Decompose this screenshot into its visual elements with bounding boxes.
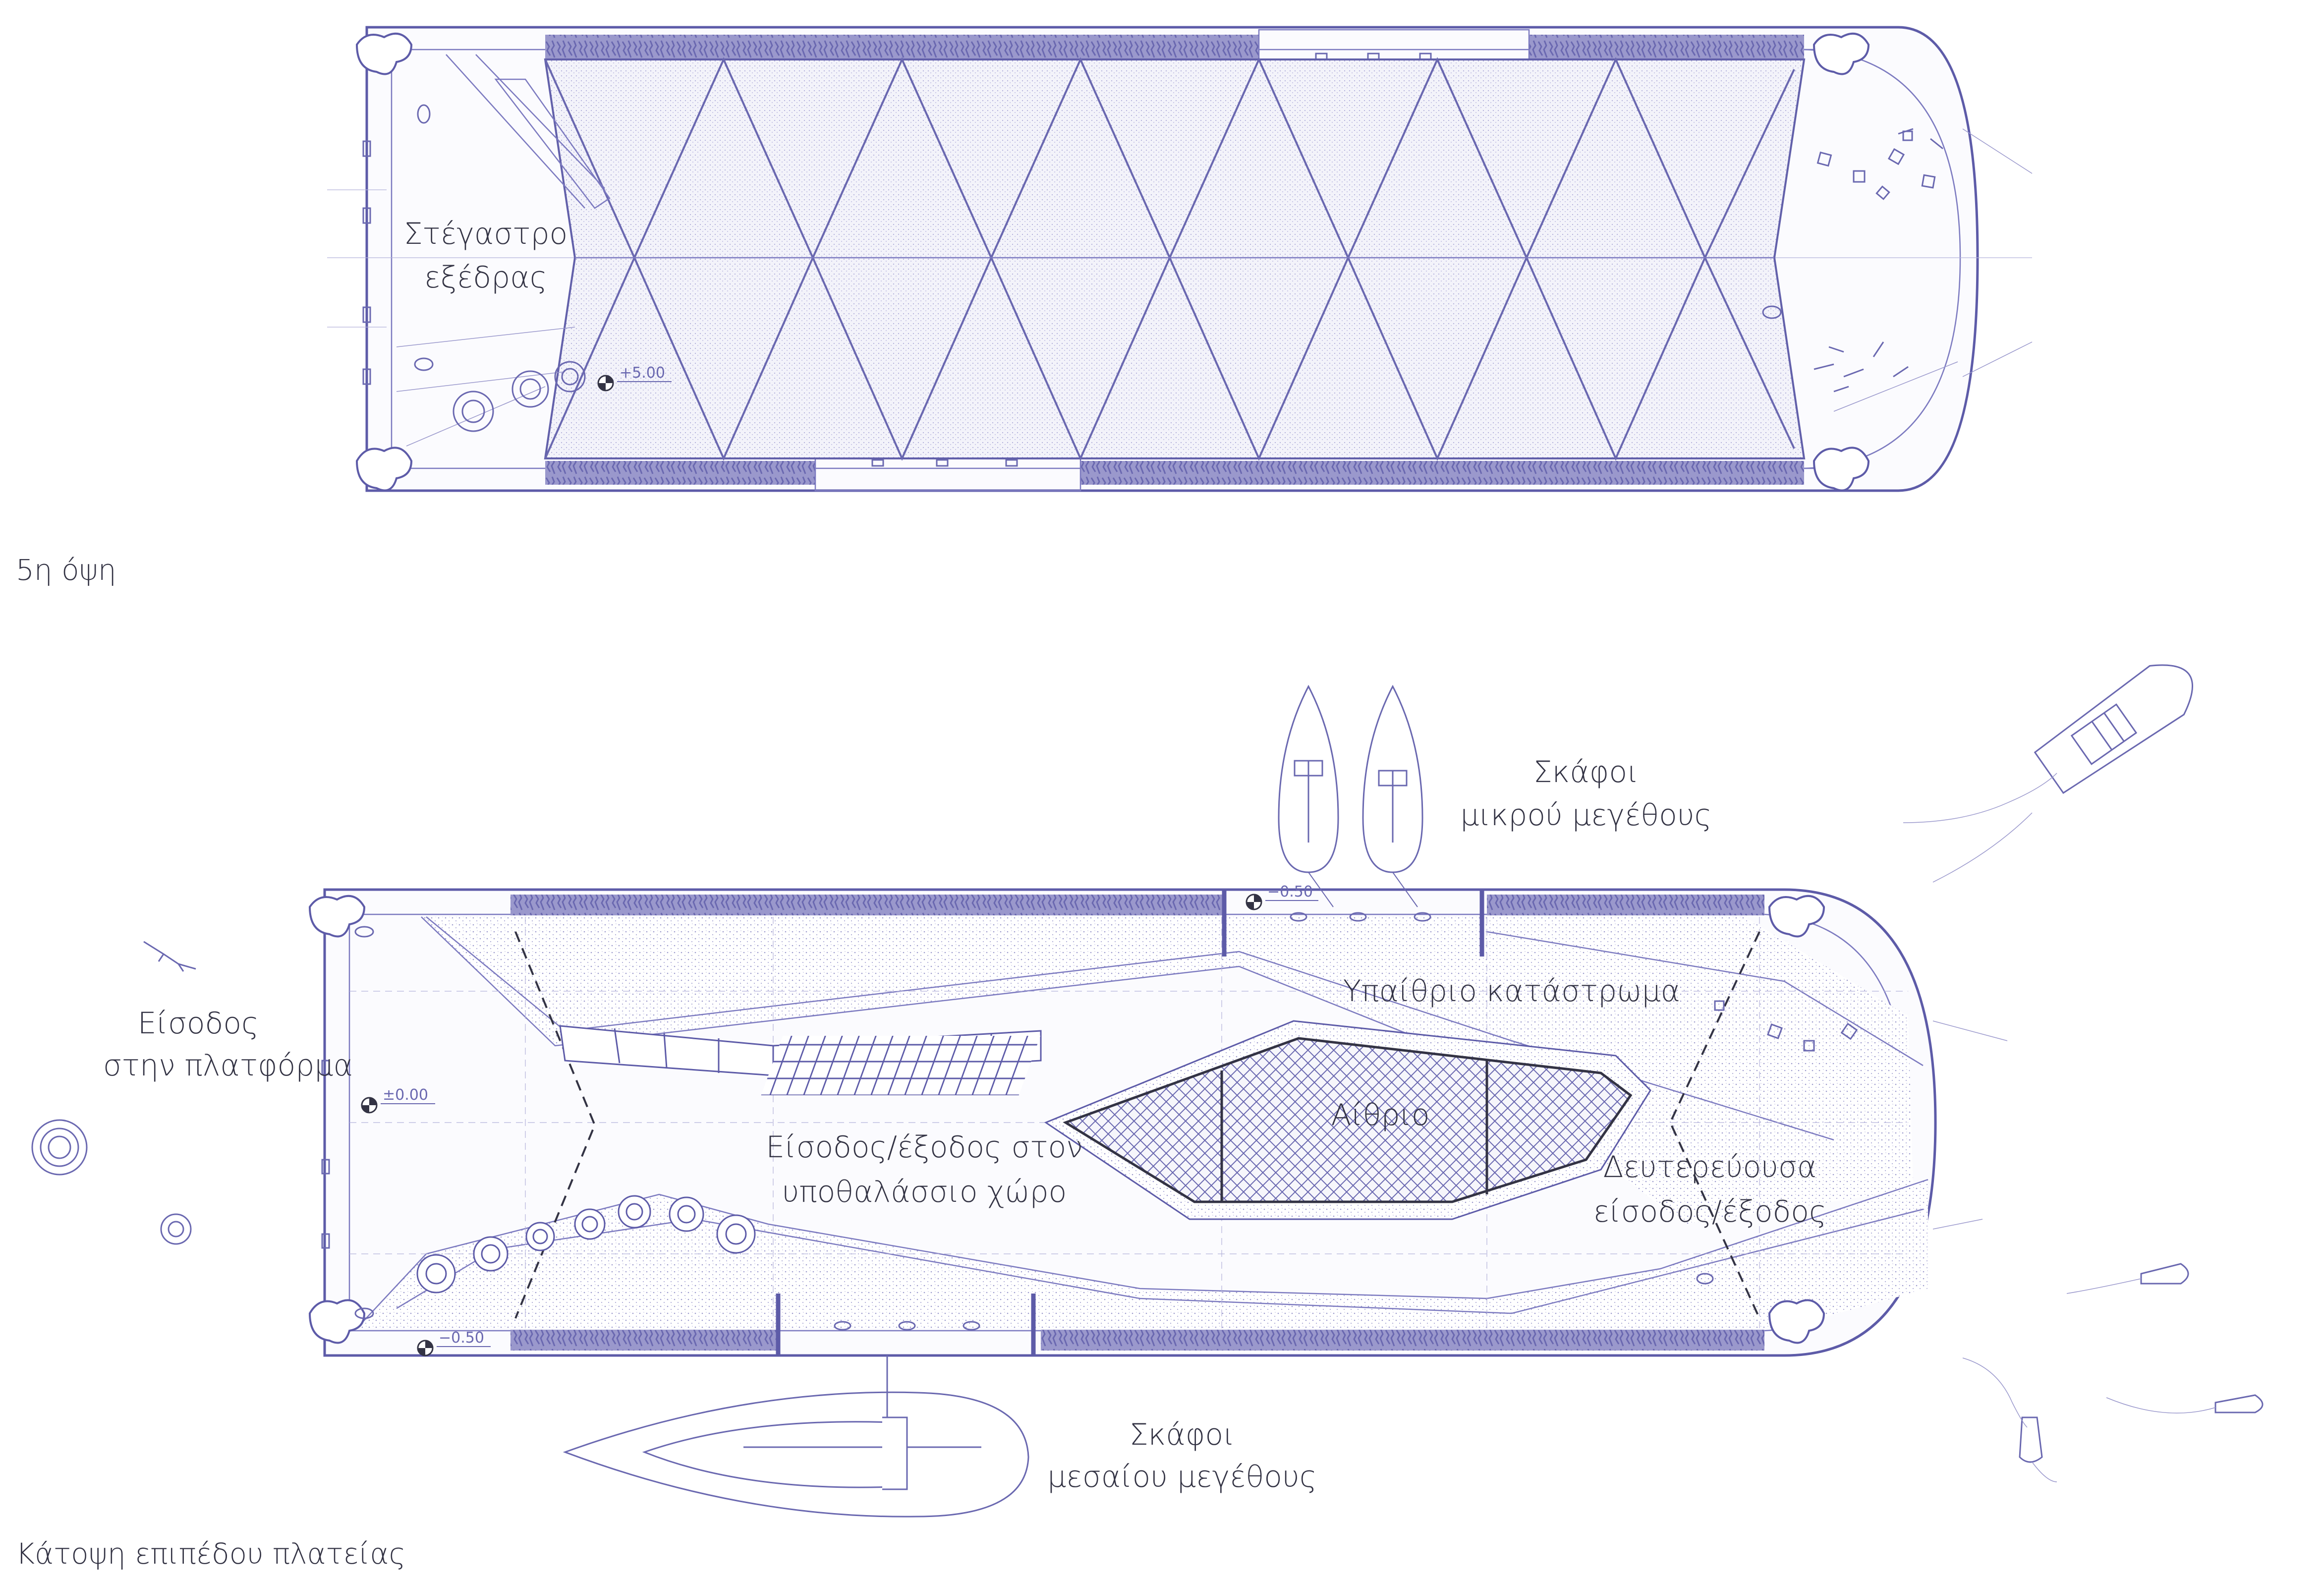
small-boats	[1278, 684, 1423, 907]
entrance-label-line2: στην πλατφόρμα	[103, 1048, 353, 1083]
medium-boats-label-line2: μεσαίου μεγέθους	[1047, 1460, 1317, 1494]
plan-rings	[416, 1195, 756, 1294]
secondary-label-line1: Δευτερεύουσα	[1603, 1150, 1817, 1184]
elevation-bow-objects	[1762, 128, 1943, 393]
plan-level-top: −0.50	[1267, 883, 1313, 901]
secondary-label-line2: είσοδος/έξοδος	[1593, 1194, 1826, 1229]
elevation-caption: 5η όψη	[16, 553, 116, 587]
elevation-planter-bottom-right	[1080, 461, 1804, 485]
canopy-label-line1: Στέγαστρο	[404, 217, 567, 251]
small-boats-label-line2: μικρού μεγέθους	[1460, 798, 1712, 833]
elevation-level-mark: +5.00	[597, 364, 672, 392]
jet-skis	[2019, 1263, 2264, 1463]
plan-deck-top	[421, 917, 1913, 1224]
elevation-planter-bottom-left	[545, 461, 815, 485]
underwater-label-line1: Είσοδος/έξοδος στον	[766, 1130, 1082, 1165]
elevation-rings	[453, 361, 586, 432]
elevation-planter-top-right	[1529, 35, 1804, 58]
elevation-level-text: +5.00	[620, 364, 665, 382]
motorboat-top-right	[2034, 664, 2193, 794]
plan-level-bottom: −0.50	[439, 1329, 484, 1347]
small-boats-label-line1: Σκάφοι	[1533, 755, 1639, 789]
underwater-label-line2: υποθαλάσσιο χώρο	[782, 1175, 1067, 1209]
plan-stair-grid	[761, 1036, 1041, 1095]
canopy-label-line2: εξέδρας	[424, 260, 547, 295]
elevation-view: +5.00 Στέγαστρο εξέδρας	[327, 26, 2033, 492]
entrance-figures	[31, 941, 196, 1245]
open-deck-label: Υπαίθριο κατάστρωμα	[1343, 974, 1680, 1009]
plan-deck-bottom	[357, 1180, 1928, 1328]
canopy-roof	[544, 57, 1806, 461]
plan-level-000: ±0.00	[383, 1086, 428, 1104]
plan-caption: Κάτοψη επιπέδου πλατείας	[16, 1537, 406, 1571]
entrance-label-line1: Είσοδος	[138, 1006, 259, 1041]
medium-boat	[563, 1355, 1029, 1518]
atrium-label: Αίθριο	[1331, 1098, 1429, 1132]
medium-boats-label-line1: Σκάφοι	[1130, 1417, 1235, 1452]
plan-view: ±0.00 −0.50 −0.50	[31, 664, 2264, 1518]
atrium	[1044, 1020, 1651, 1220]
elevation-corner-cleats	[355, 32, 1870, 492]
plan-level-marks	[361, 894, 1318, 1356]
elevation-planter-top-left	[545, 35, 1259, 58]
